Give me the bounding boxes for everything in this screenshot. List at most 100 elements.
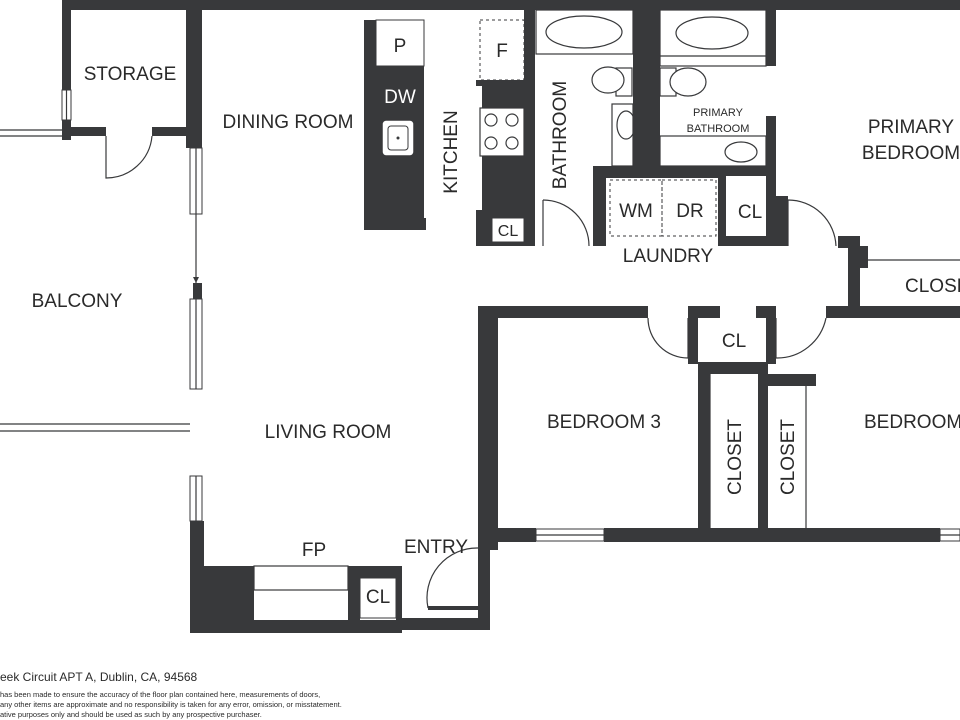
label-closet-bed3: CLOSET	[725, 419, 746, 495]
label-washer: WM	[619, 201, 653, 222]
label-closet-laundry: CL	[738, 202, 762, 223]
wall-closet3-left	[698, 362, 710, 542]
wall-west-mid	[193, 283, 202, 299]
primary-tub-icon	[659, 9, 767, 67]
laundry-fixtures	[609, 179, 717, 237]
wall-hall-cl-right	[766, 308, 776, 364]
door-bedroom-3	[647, 317, 689, 359]
wall-bed3-left	[478, 306, 498, 550]
vanity-icon	[611, 103, 634, 167]
wall-top	[62, 0, 960, 10]
fireplace-hearth	[253, 565, 349, 591]
wall-closet2-jamb	[804, 374, 816, 386]
wall-cl-top	[718, 166, 776, 176]
room-labels: STORAGE DINING ROOM KITCHEN BATHROOM PRI…	[32, 64, 960, 558]
wall-closets-divider	[758, 362, 768, 542]
label-closet-bed2: CLOSET	[778, 419, 799, 495]
closet-kitchen-box	[491, 217, 525, 243]
wall-bottom-living	[190, 620, 402, 633]
wall-bath-bottom	[598, 166, 723, 178]
wall-kitchen-peninsula	[364, 20, 376, 230]
wall-entry-closet-right	[396, 566, 402, 620]
door-primary-bedroom	[787, 199, 837, 247]
bathtub-icon	[535, 9, 634, 55]
label-primary-bedroom-1: PRIMARY	[868, 117, 955, 138]
label-fridge: F	[496, 41, 508, 62]
wall-kitchen-shelf	[476, 80, 524, 86]
wall-storage-left	[62, 0, 71, 90]
windows	[0, 89, 960, 542]
wall-bottom-bed3-left	[478, 528, 536, 542]
label-fireplace: FP	[302, 540, 326, 561]
label-closet-primary: CLOSET	[905, 276, 960, 297]
wall-primary-closet-jamb	[838, 236, 860, 248]
label-bedroom-3: BEDROOM 3	[547, 412, 661, 433]
wall-entry-right	[478, 540, 490, 630]
label-dishwasher: DW	[384, 87, 416, 108]
label-living-room: LIVING ROOM	[265, 422, 392, 443]
bath-fixtures	[535, 9, 767, 167]
footer-disclaimer-3: ative purposes only and should be used a…	[0, 710, 262, 719]
kitchen-fixtures	[376, 19, 525, 220]
wall-hall-cl-top-left	[688, 306, 720, 318]
closet-door-lines	[397, 259, 960, 620]
wall-bottom-entry	[402, 618, 490, 630]
dryer-outline	[661, 179, 717, 237]
door-bedroom-2	[775, 317, 827, 359]
wall-primary-bath-right-top	[766, 0, 776, 66]
wall-laundry-left	[593, 166, 606, 246]
wall-closet2-top	[766, 374, 816, 386]
label-bathroom: BATHROOM	[550, 81, 571, 189]
wall-bed3-top	[478, 306, 648, 318]
wall-laundry-right	[718, 166, 726, 246]
wall-hall-cl-bottom	[698, 362, 766, 374]
label-primary-bedroom-2: BEDROOM	[862, 143, 960, 164]
door-entry-leaf	[428, 606, 480, 610]
footer-disclaimer-1: has been made to ensure the accuracy of …	[0, 690, 321, 699]
wall-bed2-top	[826, 306, 960, 318]
label-closet-kitchen-top: CL	[498, 223, 519, 240]
wall-hall-cl-left	[688, 308, 698, 364]
door-bathroom	[542, 199, 590, 247]
entry-closet-box	[359, 577, 397, 619]
label-dryer: DR	[676, 201, 703, 222]
wall-entry-closet-left	[348, 566, 360, 628]
wall-fireplace-right	[348, 566, 402, 578]
wall-bath-divider	[633, 0, 660, 170]
fridge-outline	[479, 19, 525, 81]
door-entry	[426, 547, 479, 609]
primary-vanity-icon	[659, 135, 767, 167]
toilet-icon	[591, 66, 625, 94]
primary-toilet-icon	[669, 67, 707, 97]
wall-storage-right	[186, 0, 202, 148]
footer-disclaimer-2: any other items are approximate and no r…	[0, 700, 342, 709]
doors	[105, 135, 837, 610]
door-storage	[105, 135, 153, 179]
wall-fireplace-left	[202, 566, 254, 620]
label-balcony: BALCONY	[32, 291, 123, 312]
label-storage: STORAGE	[84, 64, 177, 85]
wall-storage-bottom-right	[152, 127, 202, 136]
footer-address: eek Circuit APT A, Dublin, CA, 94568	[0, 670, 198, 684]
label-closet-entry-top: CL	[366, 587, 390, 608]
label-entry: ENTRY	[404, 537, 468, 558]
wall-kitchen-bottom	[364, 218, 426, 230]
label-bedroom-2: BEDROOM	[864, 412, 960, 433]
label-primary-bathroom-1: PRIMARY	[693, 107, 744, 119]
wall-primary-bath-right	[766, 116, 776, 246]
label-primary-bathroom-2: BATHROOM	[687, 123, 750, 135]
wall-primary-door-jamb	[776, 196, 788, 246]
pantry-box	[375, 19, 425, 67]
wall-cl-bottom	[718, 236, 776, 246]
wall-storage-bottom-left	[62, 127, 106, 136]
label-kitchen: KITCHEN	[441, 110, 462, 193]
label-dining-room: DINING ROOM	[223, 112, 354, 133]
label-laundry: LAUNDRY	[623, 246, 714, 267]
wall-west-low	[190, 521, 204, 633]
wall-bottom-bedrooms	[604, 528, 940, 542]
wall-kitchen-right	[524, 10, 535, 246]
label-closet-hall: CL	[722, 331, 746, 352]
arrow-marker	[193, 277, 199, 283]
wall-primary-closet-cap	[852, 246, 868, 268]
